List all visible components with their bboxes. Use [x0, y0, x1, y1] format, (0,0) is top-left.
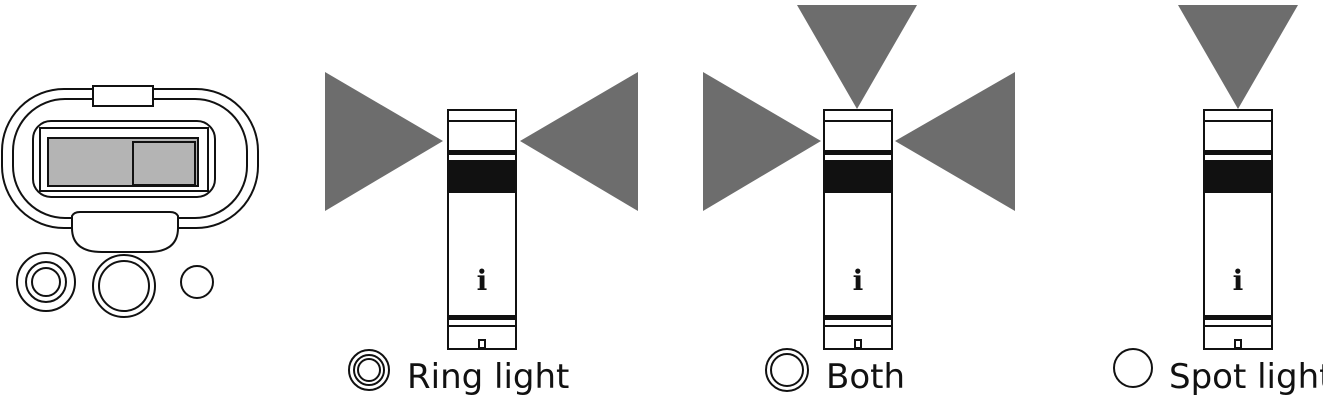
remote-both-button [92, 254, 156, 318]
ring-light-icon-outer [348, 349, 390, 391]
device-band-bottom [1204, 315, 1272, 320]
remote-control-unit [1, 85, 259, 318]
triangle-beam-icon [325, 72, 443, 211]
light-device: i [447, 109, 517, 350]
triangle-beam-icon [1178, 5, 1298, 109]
mode-label: Ring light [407, 357, 569, 397]
device-band-bottom [824, 315, 892, 320]
device-band-top [448, 150, 516, 155]
both-light-icon-inner [770, 353, 804, 387]
light-device: i [823, 109, 893, 350]
light-device: i [1203, 109, 1273, 350]
mode-both: i Both [703, 5, 1015, 397]
mode-label: Both [826, 357, 905, 397]
device-port [854, 339, 862, 349]
mode-ring-light: i Ring light [325, 72, 638, 397]
device-grip-band [824, 160, 892, 193]
device-body [1203, 109, 1273, 350]
spot-light-icon [1113, 348, 1153, 388]
ring-light-icon-middle [353, 354, 385, 386]
device-grip-band [448, 160, 516, 193]
device-port [478, 339, 486, 349]
mode-label: Spot light [1169, 357, 1323, 397]
remote-ring-light-button-core [31, 267, 61, 297]
device-band-top [824, 150, 892, 155]
ring-light-icon-inner [357, 358, 381, 382]
both-light-icon [765, 348, 809, 392]
device-band-bottom [448, 315, 516, 320]
device-body [823, 109, 893, 350]
remote-screen-indicator [132, 141, 196, 186]
device-logo: i [477, 264, 488, 297]
triangle-beam-icon [703, 72, 821, 211]
device-port [1234, 339, 1242, 349]
device-grip-band [1204, 160, 1272, 193]
remote-top-tab [92, 85, 154, 107]
mode-spot-light: i Spot light [1113, 5, 1323, 397]
device-band-top [1204, 150, 1272, 155]
triangle-beam-icon [520, 72, 638, 211]
device-logo: i [1233, 264, 1244, 297]
ring-light-icon [348, 349, 390, 391]
device-logo: i [853, 264, 864, 297]
remote-spot-light-button [180, 265, 214, 299]
remote-button-hood [71, 211, 179, 253]
device-body [447, 109, 517, 350]
triangle-beam-icon [895, 72, 1015, 211]
triangle-beam-icon [797, 5, 917, 109]
both-light-icon-outer [765, 348, 809, 392]
remote-ring-light-button-ring [25, 261, 67, 303]
remote-both-button-inner [98, 260, 150, 312]
